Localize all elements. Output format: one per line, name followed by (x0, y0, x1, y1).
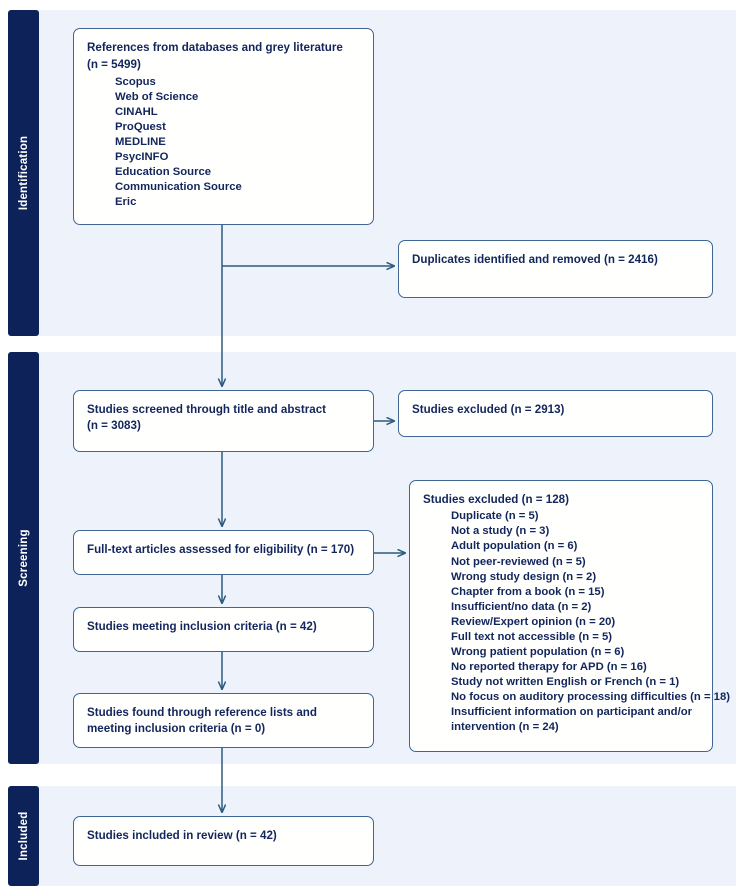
node-excluded-ft-title: Studies excluded (423, 493, 519, 506)
stage-label-included: Included (8, 786, 39, 886)
stage-label-identification: Identification (8, 10, 39, 336)
list-item: MEDLINE (115, 135, 166, 148)
list-item: ProQuest (115, 120, 166, 133)
node-excluded-ta-count: (n = 2913) (510, 403, 565, 416)
list-item: Duplicate (n = 5) (451, 510, 539, 523)
list-item: Not a study (n = 3) (451, 525, 550, 538)
node-found-through-reference-lists: Studies found through reference lists an… (73, 693, 374, 748)
node-excluded-ta-title: Studies excluded (412, 403, 508, 416)
list-item: Not peer-reviewed (n = 5) (451, 555, 586, 568)
node-duplicates-removed: Duplicates identified and removed (n = 2… (398, 240, 713, 298)
stage-label-screening-text: Screening (17, 529, 30, 587)
list-item: Web of Science (115, 90, 199, 103)
stage-label-included-text: Included (17, 811, 30, 861)
node-references-from-databases: References from databases and grey liter… (73, 28, 374, 225)
node-fulltext-title: Full-text articles assessed for eligibil… (87, 543, 304, 556)
node-reflists-title: Studies found through reference lists an… (87, 706, 317, 736)
list-item: Chapter from a book (n = 15) (451, 585, 605, 598)
list-item: Study not written English or French (n =… (451, 675, 680, 688)
node-reflists-count: (n = 0) (230, 722, 266, 736)
stage-label-screening: Screening (8, 352, 39, 764)
node-inclusion-count: (n = 42) (275, 620, 317, 633)
node-duplicates-count: (n = 2416) (604, 253, 658, 266)
node-sources-title: References from databases and grey liter… (87, 41, 343, 54)
stage-label-identification-text: Identification (17, 135, 30, 211)
node-duplicates-title: Duplicates identified and removed (412, 253, 601, 266)
list-item: No reported therapy for APD (n = 16) (451, 660, 647, 673)
node-studies-screened: Studies screened through title and abstr… (73, 390, 374, 452)
node-sources-count: (n = 5499) (87, 58, 141, 72)
list-item: PsycINFO (115, 150, 169, 163)
list-item: Insufficient/no data (n = 2) (451, 600, 592, 613)
node-excluded-ft-count: (n = 128) (521, 493, 569, 506)
list-item: Communication Source (115, 181, 242, 194)
list-item: Eric (115, 196, 137, 209)
node-sources-database-list: Scopus Web of Science CINAHL ProQuest ME… (87, 75, 360, 210)
node-fulltext-assessed: Full-text articles assessed for eligibil… (73, 530, 374, 575)
node-studies-excluded-fulltext: Studies excluded (n = 128) Duplicate (n … (409, 480, 731, 752)
node-fulltext-count: (n = 170) (306, 543, 355, 556)
list-item: Adult population (n = 6) (451, 540, 578, 553)
node-excluded-ft-reason-list: Duplicate (n = 5) Not a study (n = 3) Ad… (423, 509, 731, 734)
list-item: Full text not accessible (n = 5) (451, 630, 613, 643)
list-item: CINAHL (115, 105, 158, 118)
list-item: Review/Expert opinion (n = 20) (451, 615, 616, 628)
list-item: No focus on auditory processing difficul… (451, 690, 731, 703)
node-studies-included-in-review: Studies included in review (n = 42) (73, 816, 374, 866)
list-item: Wrong study design (n = 2) (451, 570, 597, 583)
node-included-title: Studies included in review (87, 829, 233, 842)
node-studies-excluded-title-abstract: Studies excluded (n = 2913) (398, 390, 713, 437)
node-screened-count: (n = 3083) (87, 419, 141, 433)
node-meeting-inclusion-criteria: Studies meeting inclusion criteria (n = … (73, 607, 374, 652)
node-screened-title: Studies screened through title and abstr… (87, 403, 327, 416)
list-item: Scopus (115, 75, 156, 88)
list-item: Education Source (115, 166, 212, 178)
list-item: Insufficient information on participant … (451, 705, 693, 733)
list-item: Wrong patient population (n = 6) (451, 645, 625, 658)
node-inclusion-title: Studies meeting inclusion criteria (87, 620, 273, 633)
node-included-count: (n = 42) (235, 829, 277, 842)
